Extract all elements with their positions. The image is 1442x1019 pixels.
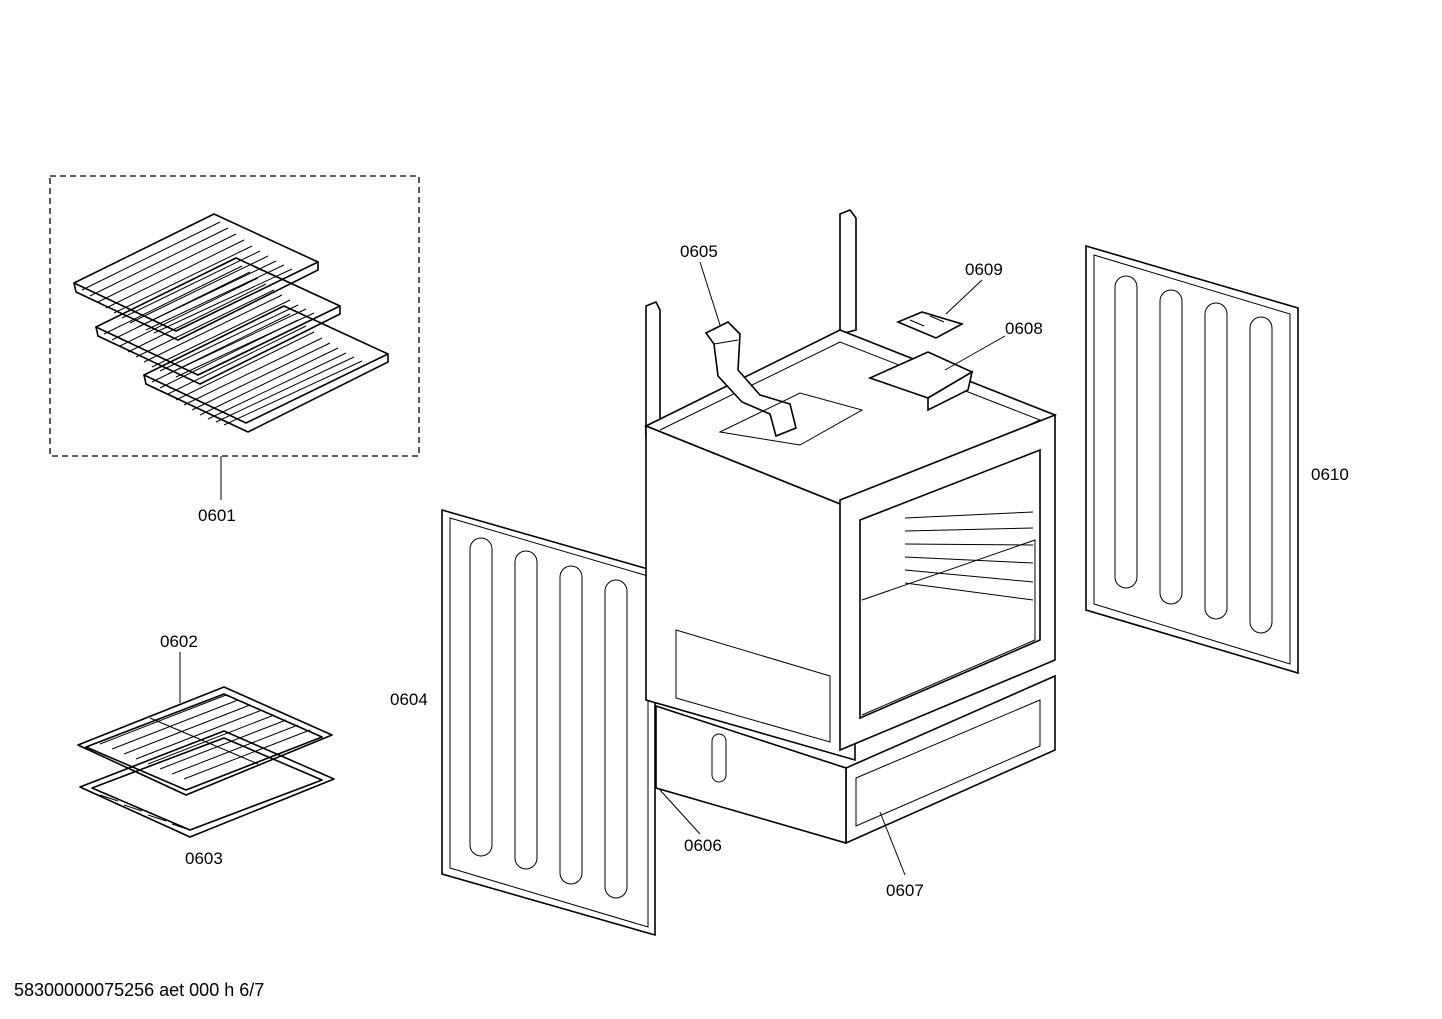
label-0607: 0607: [886, 881, 924, 900]
leader-0605: [699, 261, 721, 326]
leader-0606: [659, 789, 701, 835]
heat-shield-bracket: 0608: [867, 319, 1043, 412]
oven-cavity-rails: [904, 511, 1034, 601]
label-0605: 0605: [680, 242, 718, 261]
oven-rack-middle: [95, 257, 341, 385]
vent-duct: 0605: [680, 242, 864, 446]
left-panel-ribs: [469, 537, 628, 899]
right-panel-ribs: [1114, 275, 1273, 634]
leader-0607: [879, 811, 906, 876]
right-side-panel: 0610: [1085, 244, 1349, 675]
racks-dashed-box: [49, 175, 420, 457]
label-0603: 0603: [185, 849, 223, 868]
label-0608: 0608: [1005, 319, 1043, 338]
oven-racks-group: 0601: [49, 175, 420, 525]
label-0606: 0606: [684, 836, 722, 855]
broil-pan-grid: [77, 686, 333, 796]
mounting-clip: 0609: [895, 260, 1003, 339]
oven-body: [644, 209, 1058, 845]
left-side-panel: 0604: [390, 508, 656, 937]
label-0604: 0604: [390, 690, 428, 709]
leader-0609: [945, 279, 983, 315]
document-reference: 58300000075256 aet 000 h 6/7: [14, 980, 265, 1000]
label-0601: 0601: [198, 506, 236, 525]
broil-pan-group: 0602 0603: [77, 632, 335, 868]
label-0610: 0610: [1311, 465, 1349, 484]
label-0609: 0609: [965, 260, 1003, 279]
oven-rack-bottom: [143, 305, 389, 433]
label-0602: 0602: [160, 632, 198, 651]
broil-pan-tray: [79, 730, 335, 838]
leader-0608: [944, 335, 1006, 371]
